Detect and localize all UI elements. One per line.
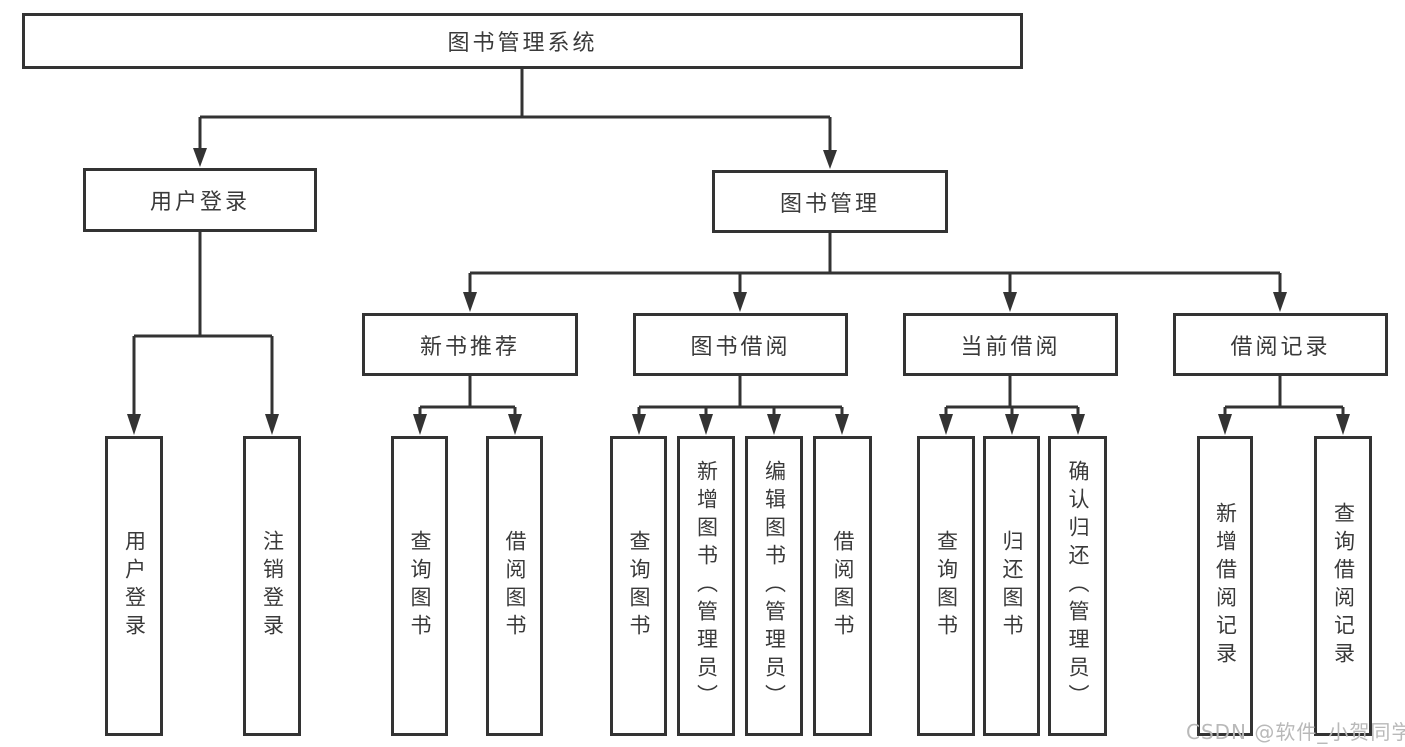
- arrowhead-down-icon: [508, 414, 522, 435]
- connector-current-borrow-to-leaves: [939, 376, 1085, 435]
- leaf-cb-return-book: 归还图书: [983, 436, 1040, 736]
- leaf-rec-query-book: 查询图书: [391, 436, 448, 736]
- leaf-user-login: 用户登录: [105, 436, 163, 736]
- arrowhead-down-icon: [699, 414, 713, 435]
- leaf-cb-query-book: 查询图书: [917, 436, 975, 736]
- arrowhead-down-icon: [413, 414, 427, 435]
- arrowhead-down-icon: [939, 414, 953, 435]
- leaf-logout: 注销登录: [243, 436, 301, 736]
- arrowhead-down-icon: [1005, 414, 1019, 435]
- arrowhead-down-icon: [1218, 414, 1232, 435]
- arrowhead-down-icon: [632, 414, 646, 435]
- arrowhead-down-icon: [265, 414, 279, 435]
- arrowhead-down-icon: [1336, 414, 1350, 435]
- connector-book-mgmt-to-level3: [463, 233, 1287, 312]
- node-borrow-record: 借阅记录: [1173, 313, 1388, 376]
- arrowhead-down-icon: [835, 414, 849, 435]
- node-book-mgmt: 图书管理: [712, 170, 948, 233]
- connector-new-book-rec-to-leaves: [413, 376, 522, 435]
- arrowhead-down-icon: [733, 292, 747, 312]
- connector-user-login-to-leaves: [127, 232, 279, 435]
- arrowhead-down-icon: [127, 414, 141, 435]
- leaf-bb-edit-book: 编辑图书（管理员）: [745, 436, 803, 736]
- node-root: 图书管理系统: [22, 13, 1023, 69]
- connector-book-borrow-to-leaves: [632, 376, 849, 435]
- leaf-br-query-record: 查询借阅记录: [1314, 436, 1372, 736]
- leaf-rec-borrow-book: 借阅图书: [486, 436, 543, 736]
- leaf-bb-borrow-book: 借阅图书: [813, 436, 872, 736]
- arrowhead-down-icon: [463, 292, 477, 312]
- arrowhead-down-icon: [193, 148, 207, 167]
- leaf-br-add-record: 新增借阅记录: [1197, 436, 1253, 736]
- arrowhead-down-icon: [767, 414, 781, 435]
- arrowhead-down-icon: [1003, 292, 1017, 312]
- leaf-cb-confirm-return: 确认归还（管理员）: [1048, 436, 1107, 736]
- connector-root-to-level2: [193, 68, 837, 169]
- node-new-book-rec: 新书推荐: [362, 313, 578, 376]
- node-current-borrow: 当前借阅: [903, 313, 1118, 376]
- node-book-borrow: 图书借阅: [633, 313, 848, 376]
- leaf-bb-query-book: 查询图书: [610, 436, 667, 736]
- arrowhead-down-icon: [1273, 292, 1287, 312]
- csdn-watermark: CSDN @软件_小贺同学: [1186, 720, 1405, 744]
- node-user-login: 用户登录: [83, 168, 317, 232]
- arrowhead-down-icon: [1071, 414, 1085, 435]
- arrowhead-down-icon: [823, 150, 837, 169]
- connector-borrow-record-to-leaves: [1218, 376, 1350, 435]
- leaf-bb-add-book: 新增图书（管理员）: [677, 436, 735, 736]
